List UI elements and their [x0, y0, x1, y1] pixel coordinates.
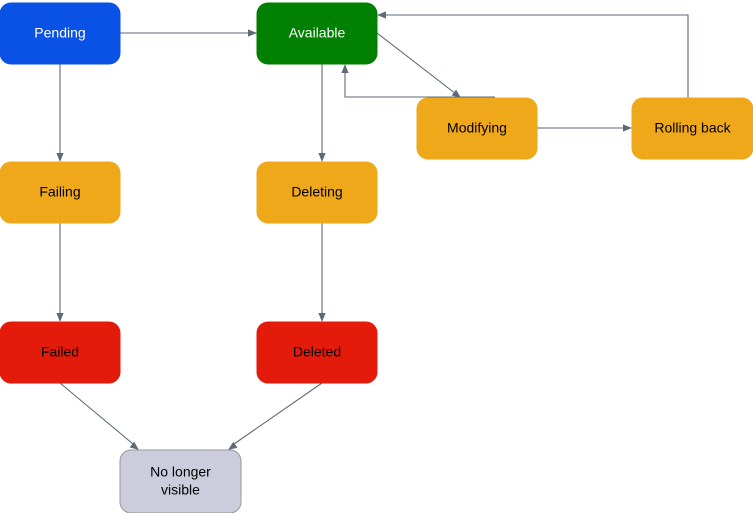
node-shape[interactable] — [0, 321, 121, 384]
edge-line — [344, 71, 495, 98]
node-shape[interactable] — [416, 97, 538, 160]
edge-line — [233, 382, 323, 445]
edge-pending-to-available — [120, 29, 257, 37]
node-shape[interactable] — [256, 2, 378, 65]
edge-deleting-to-deleted — [318, 223, 326, 322]
node-modifying[interactable]: Modifying — [416, 97, 538, 160]
node-available[interactable]: Available — [256, 2, 378, 65]
node-pending[interactable]: Pending — [0, 2, 121, 65]
arrowhead-icon — [318, 153, 326, 162]
node-shape[interactable] — [0, 161, 121, 224]
node-label: Modifying — [447, 119, 507, 135]
node-shape[interactable] — [0, 2, 121, 65]
arrowhead-icon — [318, 313, 326, 322]
edge-available-to-modifying — [376, 32, 461, 98]
edge-deleted-to-no-longer-visible — [228, 382, 323, 450]
node-label: Rolling back — [654, 119, 731, 135]
edge-failing-to-failed — [56, 223, 64, 322]
edge-pending-to-failing — [56, 64, 64, 162]
arrowhead-icon — [129, 441, 139, 450]
edge-modifying-to-rolling-back — [537, 124, 632, 132]
edge-available-to-deleting — [318, 64, 326, 162]
edge-rolling-back-to-available — [377, 11, 689, 98]
arrowhead-icon — [248, 29, 257, 37]
edge-line — [59, 382, 134, 445]
node-label: Available — [289, 24, 346, 40]
node-label: Failing — [39, 183, 80, 199]
node-label: Failed — [41, 343, 79, 359]
edge-failed-to-no-longer-visible — [59, 382, 139, 450]
edge-line — [376, 32, 457, 95]
arrowhead-icon — [56, 153, 64, 162]
node-shape[interactable] — [256, 161, 378, 224]
node-shape[interactable] — [631, 97, 753, 160]
arrowhead-icon — [451, 89, 461, 98]
node-failing[interactable]: Failing — [0, 161, 121, 224]
node-label: Pending — [34, 24, 85, 40]
arrowhead-icon — [623, 124, 632, 132]
node-shape[interactable] — [119, 449, 242, 513]
edge-line — [383, 14, 689, 98]
edges-layer — [56, 11, 689, 450]
arrowhead-icon — [341, 64, 349, 73]
node-deleted[interactable]: Deleted — [256, 321, 378, 384]
node-label: Deleting — [291, 183, 342, 199]
node-shape[interactable] — [256, 321, 378, 384]
node-rolling-back[interactable]: Rolling back — [631, 97, 753, 160]
edge-modifying-to-available — [341, 64, 495, 98]
arrowhead-icon — [56, 313, 64, 322]
arrowhead-icon — [228, 441, 238, 450]
node-deleting[interactable]: Deleting — [256, 161, 378, 224]
node-failed[interactable]: Failed — [0, 321, 121, 384]
arrowhead-icon — [377, 11, 386, 19]
node-label: Deleted — [293, 343, 341, 359]
